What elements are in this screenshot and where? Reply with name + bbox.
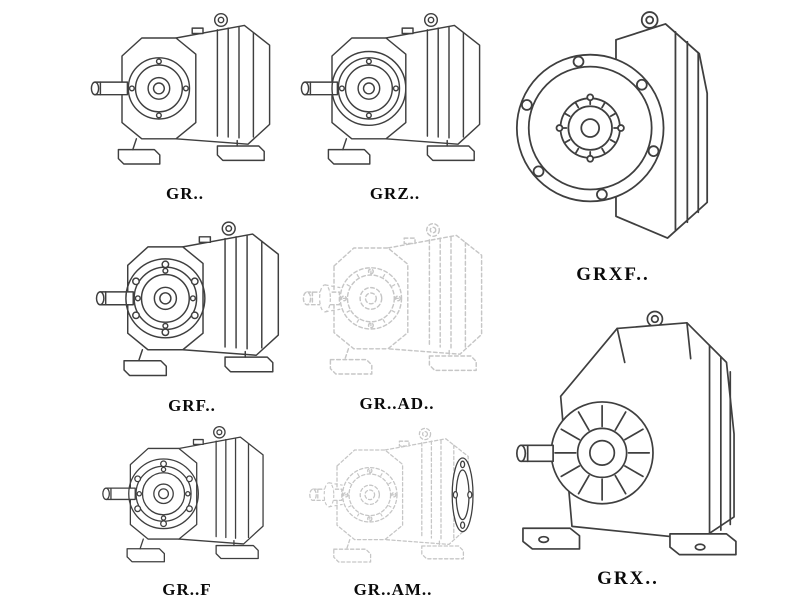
figure-grxf: GRXF.. — [498, 4, 728, 286]
gr-f-flange-foot-gearbox-drawing — [98, 416, 276, 578]
grf-flange-foot-gearbox-drawing — [91, 210, 293, 394]
gr-f-label: GR..F — [162, 580, 212, 599]
grx-large-foot-mounted-gearbox-drawing — [506, 302, 751, 566]
gr-am-faint-outline — [310, 428, 468, 562]
gr-am-adapter-flange-gearbox-drawing — [305, 418, 474, 578]
grxf-label: GRXF.. — [576, 264, 650, 285]
gr-label: GR.. — [166, 184, 204, 203]
figure-grx: GRX.. — [498, 302, 758, 590]
grf-label: GRF.. — [168, 396, 216, 415]
gr-foot-mounted-gearbox-drawing — [86, 2, 284, 182]
gr-ad-label: GR..AD.. — [359, 394, 435, 413]
gr-ad-faint-outline — [303, 224, 481, 374]
grz-foot-mounted-gearbox-drawing — [296, 2, 494, 182]
figure-gr-ad: GR..AD.. — [292, 212, 502, 414]
figure-grz: GRZ.. — [292, 2, 498, 204]
gr-am-output-flange — [451, 457, 474, 533]
grxf-flange-mounted-gearbox-drawing — [499, 4, 727, 262]
figure-gr-f: GR..F — [84, 416, 290, 600]
gr-ad-adapter-gearbox-drawing — [298, 212, 496, 392]
figure-gr: GR.. — [82, 2, 288, 204]
grx-label: GRX.. — [597, 568, 659, 589]
figure-grf: GRF.. — [84, 210, 300, 416]
figure-gr-am: GR..AM.. — [288, 418, 498, 600]
gr-am-label: GR..AM.. — [353, 580, 433, 599]
grz-label: GRZ.. — [369, 184, 421, 203]
